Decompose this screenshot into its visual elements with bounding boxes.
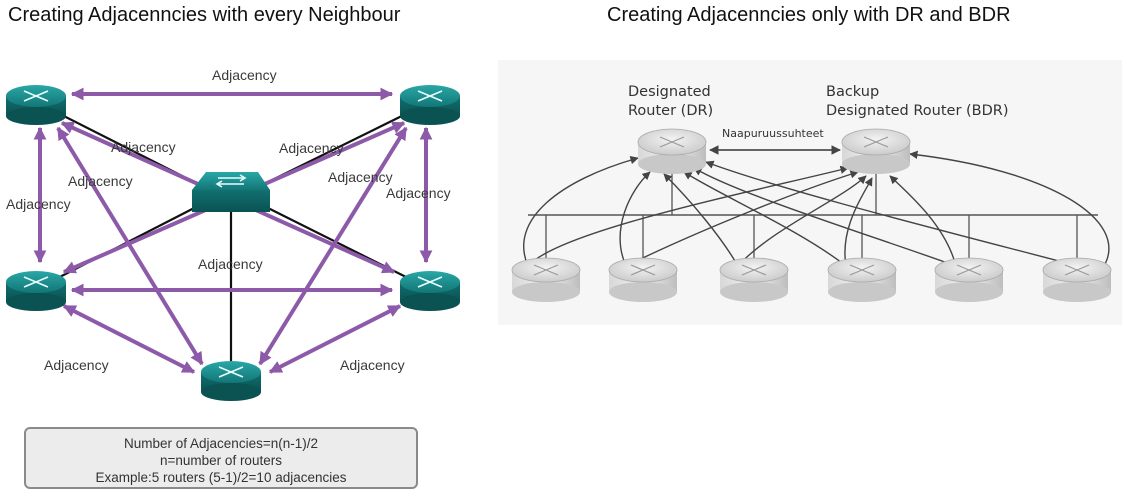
switch-links: [47, 107, 419, 368]
dr-label: Router (DR): [628, 103, 713, 119]
adjacency-label: Adjacency: [198, 256, 263, 272]
router-icon: [400, 85, 460, 125]
adjacency-arrows: [33, 87, 433, 374]
adjacency-arrow: [56, 126, 204, 366]
dr-bdr-link-label: Naapuruussuhteet: [722, 127, 824, 140]
adjacency-label: Adjacency: [386, 185, 451, 201]
router-icon: [608, 257, 678, 302]
adjacency-label: Adjacency: [279, 140, 344, 156]
router-icon: [400, 271, 460, 311]
adjacency-label: Adjacency: [6, 196, 71, 212]
adjacency-labels: Adjacency Adjacency Adjacency Adjacency …: [6, 67, 451, 373]
switch-icon: [192, 172, 270, 212]
router-icon: [827, 257, 897, 302]
adjacency-arrow: [268, 304, 402, 374]
full-mesh-diagram: Adjacency Adjacency Adjacency Adjacency …: [6, 67, 460, 401]
scan-background: [498, 60, 1122, 325]
adjacency-label: Adjacency: [212, 67, 277, 83]
router-icon: [1042, 257, 1112, 302]
right-panel-title: Creating Adjacenncies only with DR and B…: [607, 4, 1011, 26]
adjacency-arrow: [258, 126, 408, 366]
router-icon: [201, 361, 261, 401]
adjacency-label: Adjacency: [44, 357, 109, 373]
adjacency-label: Adjacency: [340, 357, 405, 373]
dr-bdr-adjacency-arrows: [523, 150, 1110, 267]
bdr-router-icon: [841, 128, 911, 174]
router-icon: [511, 257, 581, 302]
dr-label: Designated: [628, 84, 711, 100]
router-icon: [719, 257, 789, 302]
router-icon: [6, 271, 66, 311]
bdr-label: Designated Router (BDR): [826, 103, 1009, 119]
formula-box: Number of Adjacencies=n(n-1)/2 n=number …: [24, 427, 418, 489]
formula-line: Number of Adjacencies=n(n-1)/2: [124, 436, 318, 451]
adjacency-label: Adjacency: [111, 139, 176, 155]
adjacency-label: Adjacency: [328, 169, 393, 185]
left-panel-title: Creating Adjacenncies with every Neighbo…: [8, 4, 401, 26]
formula-line: Example:5 routers (5-1)/2=10 adjacencies: [95, 470, 347, 485]
router-icon: [934, 257, 1004, 302]
adjacency-label: Adjacency: [68, 173, 133, 189]
router-icon: [6, 85, 66, 125]
dr-router-icon: [637, 128, 707, 174]
bdr-label: Backup: [826, 84, 879, 100]
adjacency-arrow: [62, 304, 196, 374]
formula-line: n=number of routers: [160, 453, 282, 468]
dr-bdr-diagram: Designated Router (DR) Backup Designated…: [498, 60, 1122, 325]
